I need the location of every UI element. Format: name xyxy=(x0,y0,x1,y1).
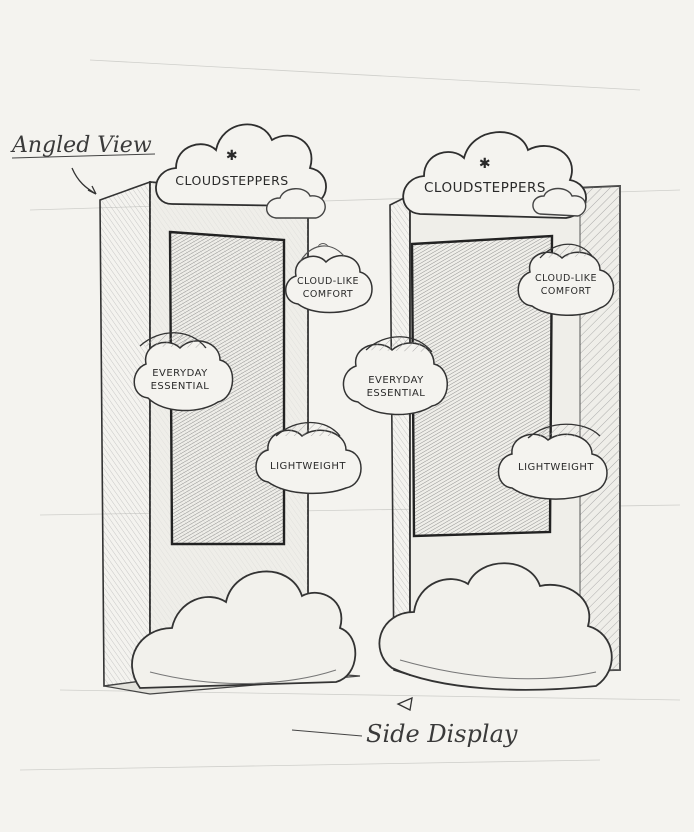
right-badge-essential: EVERYDAY ESSENTIAL xyxy=(342,336,448,416)
right-unit-side-face xyxy=(389,193,411,677)
left-essential-line1: EVERYDAY xyxy=(152,368,208,379)
bird-icon: ⌒ xyxy=(318,243,329,255)
arrow-pointer-icon xyxy=(396,696,413,711)
left-badge-lightweight: LIGHTWEIGHT xyxy=(255,422,362,495)
left-header-sign: ✱ CLOUDSTEPPERS xyxy=(155,123,327,219)
left-lightweight-label: LIGHTWEIGHT xyxy=(270,461,346,472)
right-essential-line1: EVERYDAY xyxy=(368,375,424,386)
left-brand-name: CLOUDSTEPPERS xyxy=(175,173,288,188)
left-comfort-line1: CLOUD-LIKE xyxy=(297,276,359,287)
right-comfort-line2: COMFORT xyxy=(541,286,591,297)
right-lightweight-label: LIGHTWEIGHT xyxy=(518,462,594,473)
left-badge-essential: EVERYDAY ESSENTIAL xyxy=(133,332,234,412)
left-unit-side-face xyxy=(99,180,151,687)
right-base-cloud xyxy=(378,562,613,691)
right-essential-line2: ESSENTIAL xyxy=(367,388,426,399)
side-display-annotation: Side Display xyxy=(291,696,518,748)
left-comfort-line2: COMFORT xyxy=(303,289,353,300)
right-brand-name: CLOUDSTEPPERS xyxy=(424,180,546,196)
left-base-cloud xyxy=(131,570,357,689)
asterisk-logo-icon: ✱ xyxy=(479,156,491,172)
right-badge-lightweight: LIGHTWEIGHT xyxy=(497,423,608,500)
right-badge-comfort: CLOUD-LIKE COMFORT xyxy=(517,243,615,316)
right-comfort-line1: CLOUD-LIKE xyxy=(535,273,597,284)
right-header-sign: ✱ CLOUDSTEPPERS xyxy=(402,131,587,219)
left-header-cloud xyxy=(155,123,327,207)
side-display-label: Side Display xyxy=(366,720,518,748)
left-badge-comfort: ⌒ CLOUD-LIKE COMFORT xyxy=(285,243,373,314)
arrow-pointer-icon xyxy=(71,167,97,195)
asterisk-logo-icon: ✱ xyxy=(226,148,238,164)
left-essential-line2: ESSENTIAL xyxy=(151,381,210,392)
angled-view-label: Angled View xyxy=(10,133,152,158)
angled-view-annotation: Angled View xyxy=(10,133,156,195)
